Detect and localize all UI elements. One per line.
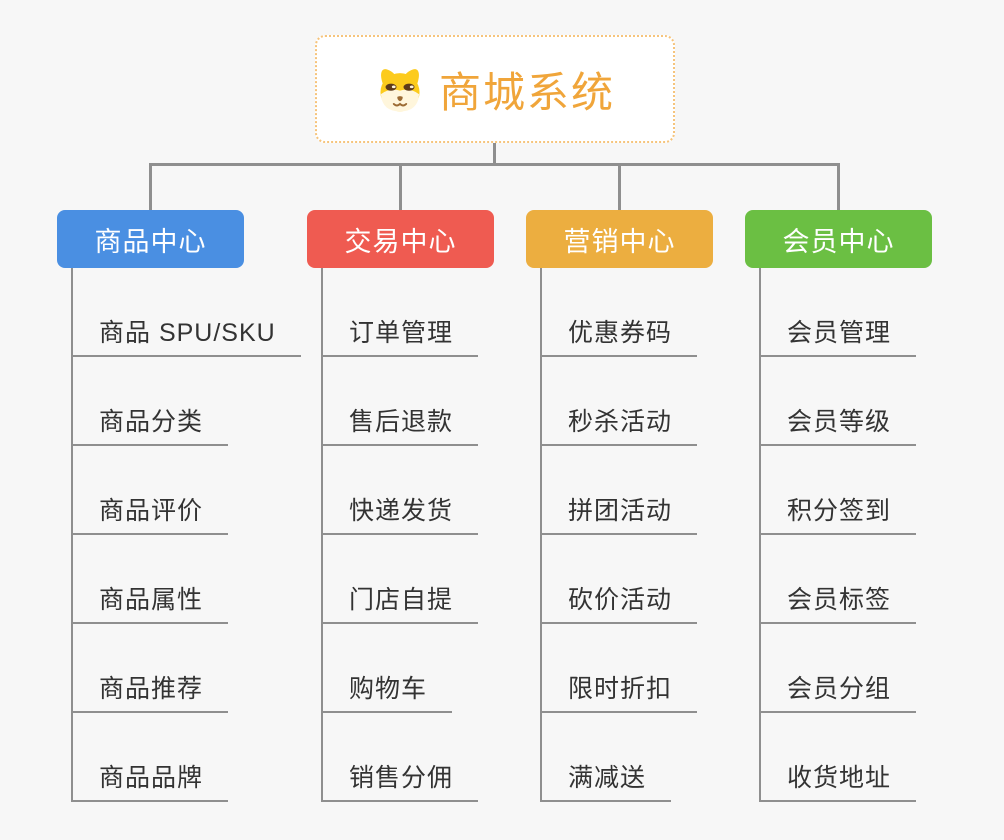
leaf-node[interactable]: 会员分组 — [759, 665, 917, 713]
leaf-node[interactable]: 收货地址 — [759, 754, 917, 802]
shiba-dog-face-icon — [380, 68, 420, 111]
leaf-node[interactable]: 满减送 — [540, 754, 672, 802]
leaf-node[interactable]: 限时折扣 — [540, 665, 698, 713]
branch-node-trade-center[interactable]: 交易中心 — [307, 210, 494, 268]
leaf-node[interactable]: 积分签到 — [759, 487, 917, 535]
leaf-node[interactable]: 会员等级 — [759, 398, 917, 446]
column-spine-line — [321, 268, 323, 802]
branch-node-member-center[interactable]: 会员中心 — [745, 210, 932, 268]
branch-node-marketing-center[interactable]: 营销中心 — [526, 210, 713, 268]
branch-node-product-center[interactable]: 商品中心 — [57, 210, 244, 268]
root-node[interactable]: 商城系统 — [315, 35, 675, 143]
leaf-node[interactable]: 订单管理 — [321, 309, 479, 357]
leaf-node[interactable]: 快递发货 — [321, 487, 479, 535]
column-spine-line — [759, 268, 761, 802]
branch-drop-line — [618, 163, 621, 210]
leaf-node[interactable]: 商品评价 — [71, 487, 229, 535]
root-stem-line — [493, 143, 496, 164]
leaf-node[interactable]: 秒杀活动 — [540, 398, 698, 446]
leaf-node[interactable]: 砍价活动 — [540, 576, 698, 624]
leaf-node[interactable]: 会员标签 — [759, 576, 917, 624]
column-spine-line — [540, 268, 542, 802]
leaf-node[interactable]: 购物车 — [321, 665, 453, 713]
branch-drop-line — [149, 163, 152, 210]
leaf-node[interactable]: 商品分类 — [71, 398, 229, 446]
branch-drop-line — [399, 163, 402, 210]
root-label: 商城系统 — [438, 68, 615, 116]
leaf-node[interactable]: 门店自提 — [321, 576, 479, 624]
leaf-node[interactable]: 拼团活动 — [540, 487, 698, 535]
leaf-node[interactable]: 商品推荐 — [71, 665, 229, 713]
leaf-node[interactable]: 售后退款 — [321, 398, 479, 446]
branch-drop-line — [837, 163, 840, 210]
leaf-node[interactable]: 商品属性 — [71, 576, 229, 624]
leaf-node[interactable]: 销售分佣 — [321, 754, 479, 802]
leaf-node[interactable]: 商品品牌 — [71, 754, 229, 802]
leaf-node[interactable]: 会员管理 — [759, 309, 917, 357]
leaf-node[interactable]: 商品 SPU/SKU — [71, 309, 301, 357]
leaf-node[interactable]: 优惠券码 — [540, 309, 698, 357]
branch-bus-line — [149, 163, 840, 166]
column-spine-line — [71, 268, 73, 802]
